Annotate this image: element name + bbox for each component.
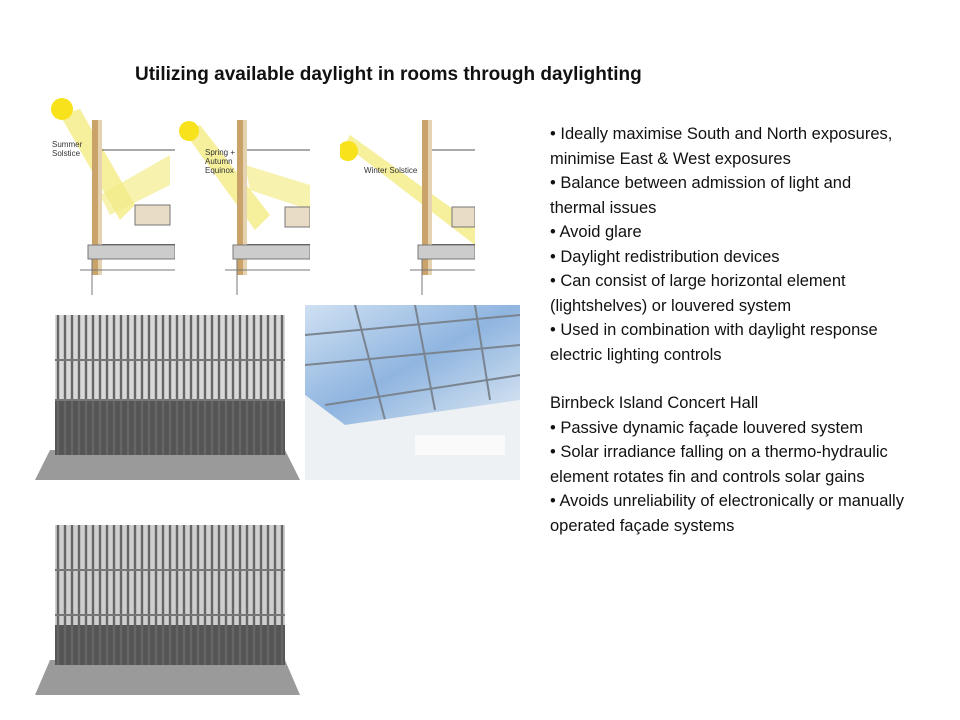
bullet-item: • Passive dynamic façade louvered system bbox=[550, 418, 864, 437]
bullet-item: • Solar irradiance falling on a thermo-h… bbox=[550, 443, 888, 486]
sun-icon bbox=[179, 121, 199, 141]
bullet-item: • Daylight redistribution devices bbox=[550, 247, 780, 266]
sun-beam bbox=[345, 135, 475, 245]
wall bbox=[422, 120, 428, 275]
skylight-photo bbox=[305, 305, 520, 480]
louver-fins bbox=[56, 315, 284, 455]
sun-beam-room bbox=[100, 155, 170, 215]
bullet-item: • Ideally maximise South and North expos… bbox=[550, 125, 893, 168]
bullet-list: • Ideally maximise South and North expos… bbox=[550, 122, 910, 538]
section-heading: Birnbeck Island Concert Hall bbox=[550, 394, 759, 412]
winter-solstice-diagram: Winter Solstice bbox=[340, 120, 475, 295]
bullet-item: • Can consist of large horizontal elemen… bbox=[550, 272, 846, 315]
sun-icon bbox=[340, 141, 358, 161]
louvered-facade-rendering bbox=[35, 315, 300, 480]
sun-beam-room bbox=[245, 165, 310, 210]
wall bbox=[237, 120, 243, 275]
page-title: Utilizing available daylight in rooms th… bbox=[135, 64, 642, 85]
bullet-item: • Avoids unreliability of electronically… bbox=[550, 492, 904, 535]
sun-icon bbox=[51, 98, 73, 120]
louvered-facade-rendering-closed bbox=[35, 525, 300, 695]
wall bbox=[92, 120, 98, 275]
louver-fins bbox=[56, 525, 284, 665]
bullet-item: • Balance between admission of light and… bbox=[550, 174, 852, 217]
bullet-item: • Avoid glare bbox=[550, 223, 642, 241]
bullet-item: • Used in combination with daylight resp… bbox=[550, 321, 878, 364]
diagram-label: Winter Solstice bbox=[364, 166, 418, 175]
sun-beam bbox=[185, 125, 270, 230]
